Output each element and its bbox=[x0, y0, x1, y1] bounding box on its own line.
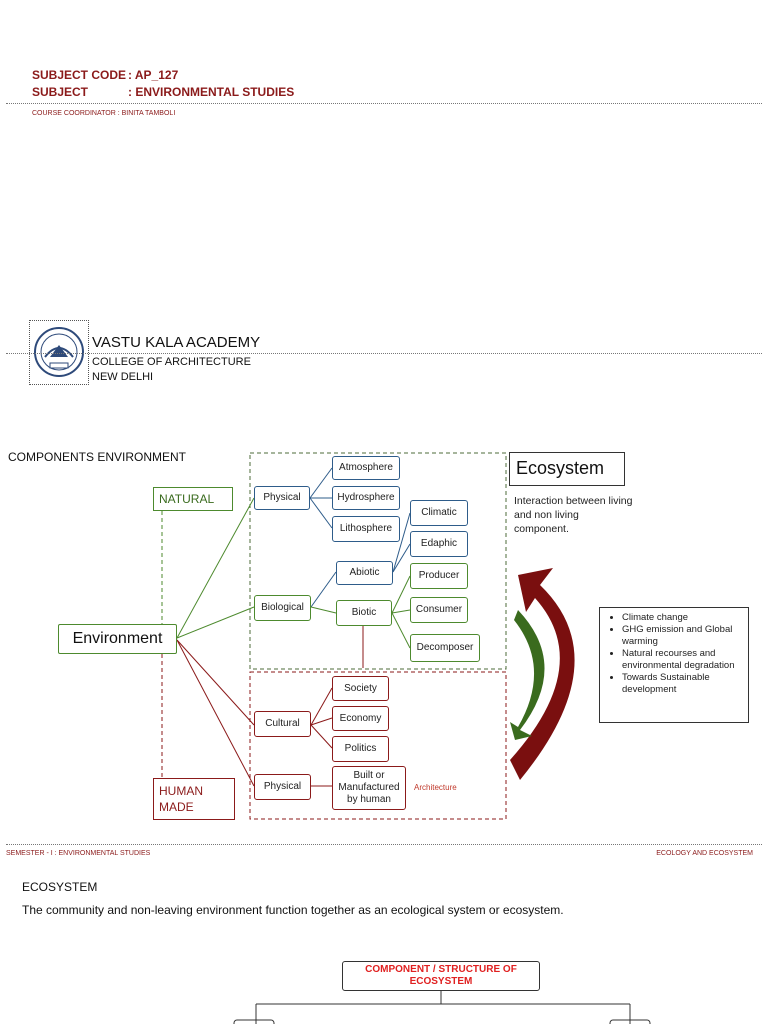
academy-name: VASTU KALA ACADEMY bbox=[92, 334, 261, 351]
issue-item: GHG emission and Global warming bbox=[622, 624, 744, 648]
ecosystem-title: Ecosystem bbox=[509, 452, 625, 486]
physical-node: Physical bbox=[254, 486, 310, 510]
component-line-1: COMPONENT / STRUCTURE OF bbox=[365, 964, 517, 975]
course-coordinator: COURSE COORDINATOR : BINITA TAMBOLI bbox=[32, 110, 176, 117]
lithosphere-node: Lithosphere bbox=[332, 516, 400, 542]
academy-college: COLLEGE OF ARCHITECTURE bbox=[92, 356, 251, 368]
issue-item: Climate change bbox=[622, 612, 744, 624]
decomposer-node: Decomposer bbox=[410, 634, 480, 662]
environment-node: Environment bbox=[58, 624, 177, 654]
consumer-node: Consumer bbox=[410, 597, 468, 623]
economy-node: Economy bbox=[332, 706, 389, 731]
built-line-2: Manufactured bbox=[338, 782, 400, 793]
atmosphere-node: Atmosphere bbox=[332, 456, 400, 480]
built-line-3: by human bbox=[347, 794, 391, 805]
diagram-connectors bbox=[156, 452, 575, 820]
footer-right: ECOLOGY AND ECOSYSTEM bbox=[656, 850, 753, 857]
section-text: The community and non-leaving environmen… bbox=[22, 903, 564, 917]
section-title: ECOSYSTEM bbox=[22, 880, 98, 894]
footer-divider bbox=[6, 844, 762, 845]
issues-box: Climate change GHG emission and Global w… bbox=[599, 607, 749, 723]
subject-code-value: : AP_127 bbox=[128, 68, 179, 82]
politics-node: Politics bbox=[332, 736, 389, 762]
producer-node: Producer bbox=[410, 563, 468, 589]
academy-logo bbox=[29, 320, 89, 385]
ecosystem-description: Interaction between living and non livin… bbox=[514, 495, 633, 535]
natural-label: NATURAL bbox=[153, 487, 233, 511]
subject-label: SUBJECT bbox=[32, 85, 89, 99]
biological-node: Biological bbox=[254, 595, 311, 621]
physical-hm-node: Physical bbox=[254, 774, 311, 800]
human-made-label: HUMAN MADE bbox=[153, 778, 235, 820]
issue-item: Natural recourses and environmental degr… bbox=[622, 648, 744, 672]
component-line-2: ECOSYSTEM bbox=[409, 976, 473, 987]
academy-divider bbox=[6, 353, 762, 354]
built-line-1: Built or bbox=[353, 770, 385, 781]
academy-city: NEW DELHI bbox=[92, 371, 154, 383]
subject-code-label: SUBJECT CODE bbox=[32, 68, 127, 82]
edaphic-node: Edaphic bbox=[410, 531, 468, 557]
structure-connectors bbox=[233, 991, 651, 1024]
abiotic-node: Abiotic bbox=[336, 561, 393, 585]
hydrosphere-node: Hydrosphere bbox=[332, 486, 400, 510]
cultural-node: Cultural bbox=[254, 711, 311, 737]
climatic-node: Climatic bbox=[410, 500, 468, 526]
architecture-label: Architecture bbox=[414, 783, 457, 792]
footer-left: SEMESTER - I : ENVIRONMENTAL STUDIES bbox=[6, 850, 151, 857]
built-node: Built or Manufactured by human bbox=[332, 766, 406, 810]
component-structure-box: COMPONENT / STRUCTURE OF ECOSYSTEM bbox=[342, 961, 540, 991]
issue-item: Towards Sustainable development bbox=[622, 672, 744, 696]
biotic-node: Biotic bbox=[336, 600, 392, 626]
diagram-heading: COMPONENTS ENVIRONMENT bbox=[8, 450, 187, 464]
subject-value: : ENVIRONMENTAL STUDIES bbox=[128, 85, 295, 99]
human-made-line-2: MADE bbox=[159, 800, 194, 814]
human-made-line-1: HUMAN bbox=[159, 784, 203, 798]
header-divider bbox=[6, 103, 762, 104]
society-node: Society bbox=[332, 676, 389, 701]
